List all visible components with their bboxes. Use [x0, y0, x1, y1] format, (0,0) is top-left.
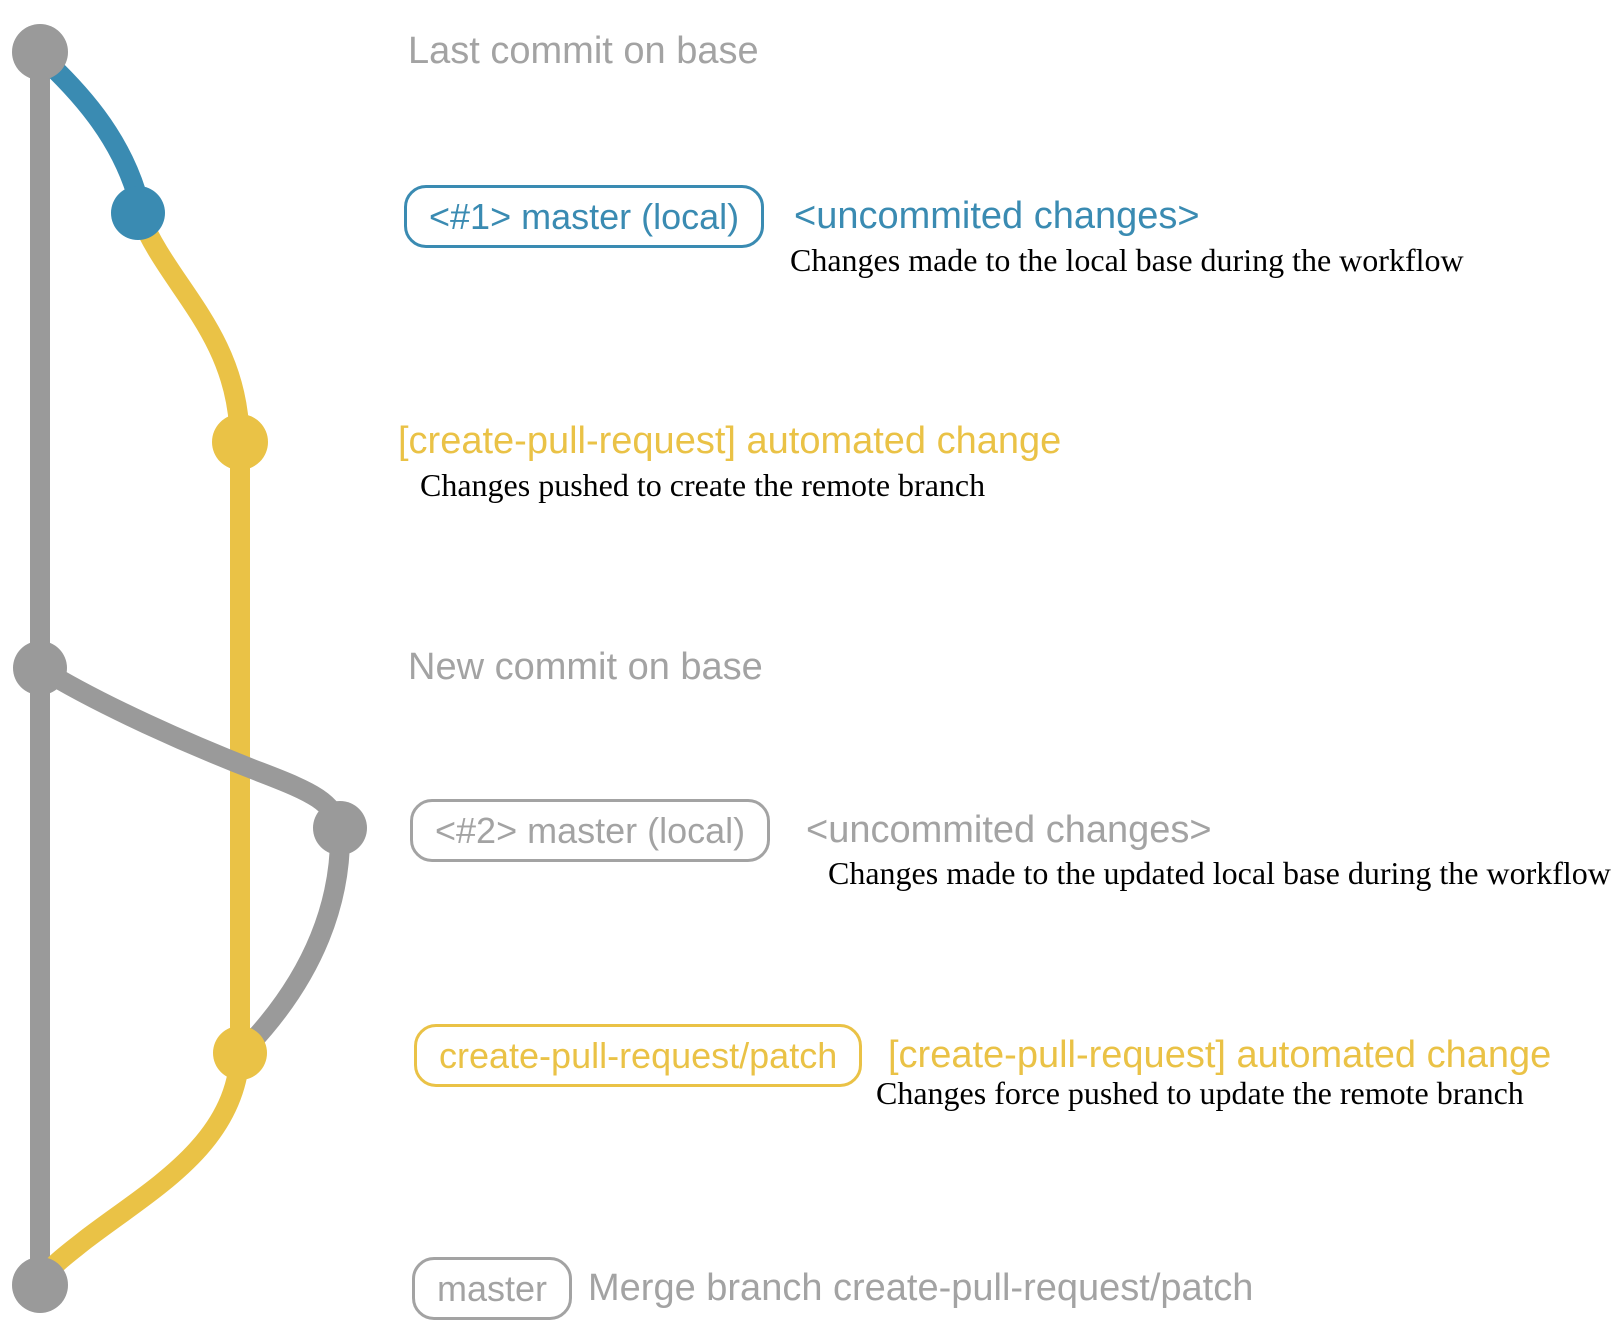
title-automated-change-2: [create-pull-request] automated change: [888, 1034, 1552, 1076]
branch-edge-merge-into-base: [32, 1043, 250, 1292]
title-uncommited-changes-1: <uncommited changes>: [794, 195, 1200, 237]
badge-master-local-2: <#2> master (local): [410, 799, 771, 863]
commit-node-remote-branch-commit-2: [213, 1026, 267, 1080]
commit-node-last-commit-on-base: [12, 24, 68, 80]
desc-force-push-remote-branch: Changes force pushed to update the remot…: [876, 1075, 1524, 1111]
desc-local-changes-1: Changes made to the local base during th…: [790, 242, 1464, 278]
commit-node-new-commit-on-base: [13, 641, 67, 695]
label-new-commit-on-base: New commit on base: [408, 646, 763, 688]
badge-create-pull-request-patch: create-pull-request/patch: [414, 1024, 863, 1088]
badge-master-local-1: <#1> master (local): [404, 185, 765, 249]
label-last-commit-on-base: Last commit on base: [408, 30, 759, 72]
commit-node-local-commit-2: [313, 801, 367, 855]
badge-master: master: [412, 1257, 573, 1321]
title-automated-change-1: [create-pull-request] automated change: [398, 420, 1062, 462]
branch-edge-push-to-remote-1: [130, 206, 249, 435]
commit-node-merge-commit: [12, 1257, 68, 1313]
branch-edge-force-push-to-remote-2: [238, 818, 351, 1056]
title-merge-branch: Merge branch create-pull-request/patch: [588, 1267, 1254, 1309]
commit-node-remote-branch-commit-1: [212, 414, 268, 470]
desc-push-remote-branch: Changes pushed to create the remote bran…: [420, 467, 986, 503]
desc-local-changes-2: Changes made to the updated local base d…: [828, 855, 1611, 891]
title-uncommited-changes-2: <uncommited changes>: [806, 809, 1212, 851]
commit-node-local-commit-1: [111, 186, 165, 240]
branch-edge-rebase-local-2: [30, 658, 350, 838]
